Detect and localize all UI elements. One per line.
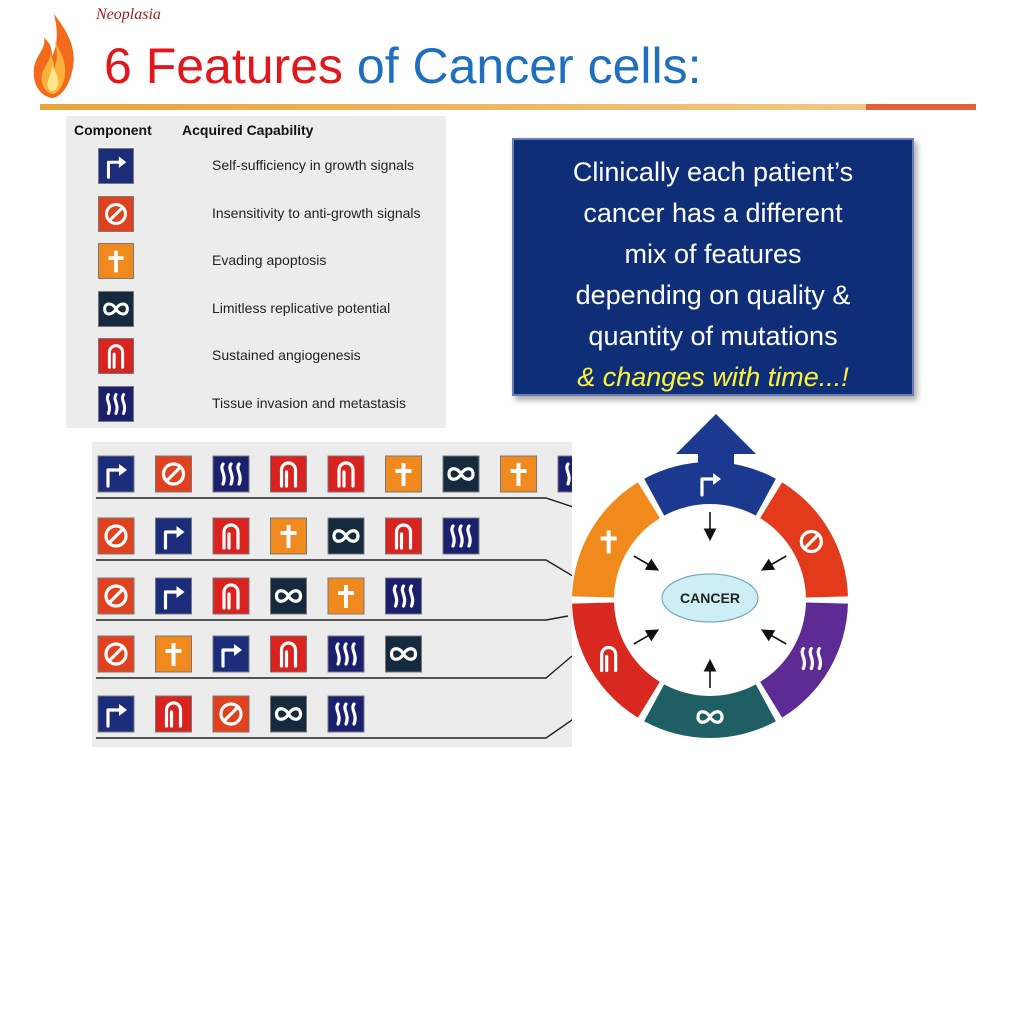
- waves-icon: [98, 385, 134, 422]
- vessel-icon: [155, 695, 192, 733]
- vessel-icon: [212, 577, 250, 615]
- section-kicker: Neoplasia: [96, 6, 161, 23]
- arrow-turn-icon: [155, 517, 192, 555]
- legend-label: Insensitivity to anti-growth signals: [212, 204, 421, 221]
- cross-icon: [270, 517, 307, 555]
- inward-arrow: [760, 629, 787, 645]
- cross-icon: [385, 455, 422, 493]
- cross-icon: [155, 635, 192, 673]
- combination-row: [96, 455, 595, 511]
- cancer-center: [661, 573, 759, 623]
- infinity-icon: [442, 455, 480, 493]
- legend-label: Tissue invasion and metastasis: [212, 394, 407, 411]
- arrow-turn-icon: [212, 635, 250, 673]
- legend-row: Tissue invasion and metastasis: [98, 385, 438, 422]
- combination-row: [96, 517, 577, 579]
- combination-row: [96, 695, 599, 739]
- prohibit-icon: [155, 455, 192, 493]
- prohibit-icon: [212, 695, 250, 733]
- infinity-icon: [385, 635, 422, 673]
- wheel-segment: [572, 602, 660, 718]
- combination-row: [96, 635, 573, 679]
- connector-arrow: [96, 497, 583, 511]
- legend-label: Sustained angiogenesis: [212, 347, 361, 363]
- inward-arrow: [633, 555, 660, 571]
- arrow-turn-icon: [97, 695, 135, 733]
- cancer-center-label: CANCER: [680, 590, 740, 606]
- vessel-icon: [98, 338, 134, 374]
- page-title: 6 Features of Cancer cells:: [104, 36, 702, 96]
- infinity-icon: [327, 517, 365, 555]
- arrow-turn-icon: [700, 473, 721, 497]
- cross-icon: [500, 455, 537, 493]
- inward-arrow: [760, 555, 787, 571]
- infinity-icon: [270, 577, 307, 615]
- waves-icon: [800, 646, 823, 671]
- prohibit-icon: [97, 517, 135, 555]
- cross-icon: [98, 243, 134, 279]
- prohibit-icon: [97, 635, 135, 673]
- prohibit-icon: [97, 577, 135, 615]
- waves-icon: [385, 577, 422, 615]
- up-arrow-icon: [676, 414, 756, 468]
- flame-logo-icon: [33, 14, 74, 98]
- connector-arrow: [96, 655, 573, 679]
- infinity-icon: [696, 710, 724, 724]
- legend-row: Evading apoptosis: [98, 243, 438, 279]
- title-part2: of Cancer cells:: [343, 38, 702, 94]
- prohibit-icon: [799, 529, 823, 554]
- vessel-icon: [385, 517, 422, 555]
- legend-row: Insensitivity to anti-growth signals: [98, 195, 438, 232]
- cross-icon: [327, 577, 365, 615]
- waves-icon: [442, 517, 480, 555]
- legend-header-capability: Acquired Capability: [182, 122, 314, 138]
- prohibit-icon: [98, 195, 134, 232]
- legend-panel: Component Acquired Capability Self-suffi…: [66, 116, 446, 428]
- legend-label: Evading apoptosis: [212, 252, 327, 268]
- vessel-icon: [600, 645, 618, 673]
- cancer-wheel: CANCER: [572, 414, 848, 738]
- wheel-segment: [760, 482, 848, 598]
- wheel-segment: [644, 461, 776, 516]
- vessel-icon: [270, 635, 307, 673]
- vessel-icon: [270, 455, 307, 493]
- callout-line-4: depending on quality &: [575, 280, 851, 310]
- connector-arrow: [96, 559, 577, 579]
- connector-arrow: [96, 615, 569, 621]
- cross-icon: [600, 530, 617, 554]
- arrow-turn-icon: [97, 455, 135, 493]
- legend-row: Self-sufficiency in growth signals: [98, 148, 438, 184]
- infinity-icon: [270, 695, 307, 733]
- title-underline: [40, 104, 866, 110]
- waves-icon: [327, 695, 365, 733]
- title-underline-accent: [866, 104, 976, 110]
- legend-row: Sustained angiogenesis: [98, 338, 438, 374]
- infinity-icon: [98, 290, 134, 327]
- callout-line-1: Clinically each patient’s: [572, 157, 854, 187]
- combination-diagram: [96, 455, 599, 739]
- vessel-icon: [327, 455, 365, 493]
- arrow-turn-icon: [155, 577, 192, 615]
- legend-header-component: Component: [74, 122, 152, 138]
- wheel-segment: [644, 684, 776, 738]
- title-part1: 6 Features: [104, 38, 344, 94]
- callout-line-5: quantity of mutations: [588, 321, 838, 351]
- wheel-segment: [760, 602, 848, 718]
- waves-icon: [212, 455, 250, 493]
- legend-label: Limitless replicative potential: [212, 299, 391, 316]
- legend-label: Self-sufficiency in growth signals: [212, 157, 415, 173]
- inward-arrow: [633, 629, 660, 645]
- callout-box: Clinically each patient’s cancer has a d…: [512, 138, 914, 396]
- callout-line-2: cancer has a different: [583, 198, 843, 228]
- waves-icon: [327, 635, 365, 673]
- legend-row: Limitless replicative potential: [98, 290, 438, 327]
- arrow-turn-icon: [98, 148, 134, 184]
- combination-panel: [92, 442, 599, 747]
- vessel-icon: [212, 517, 250, 555]
- combination-row: [96, 577, 569, 621]
- wheel-segment: [572, 482, 660, 598]
- callout-emphasis: & changes with time...!: [577, 362, 849, 392]
- callout-line-3: mix of features: [624, 239, 802, 269]
